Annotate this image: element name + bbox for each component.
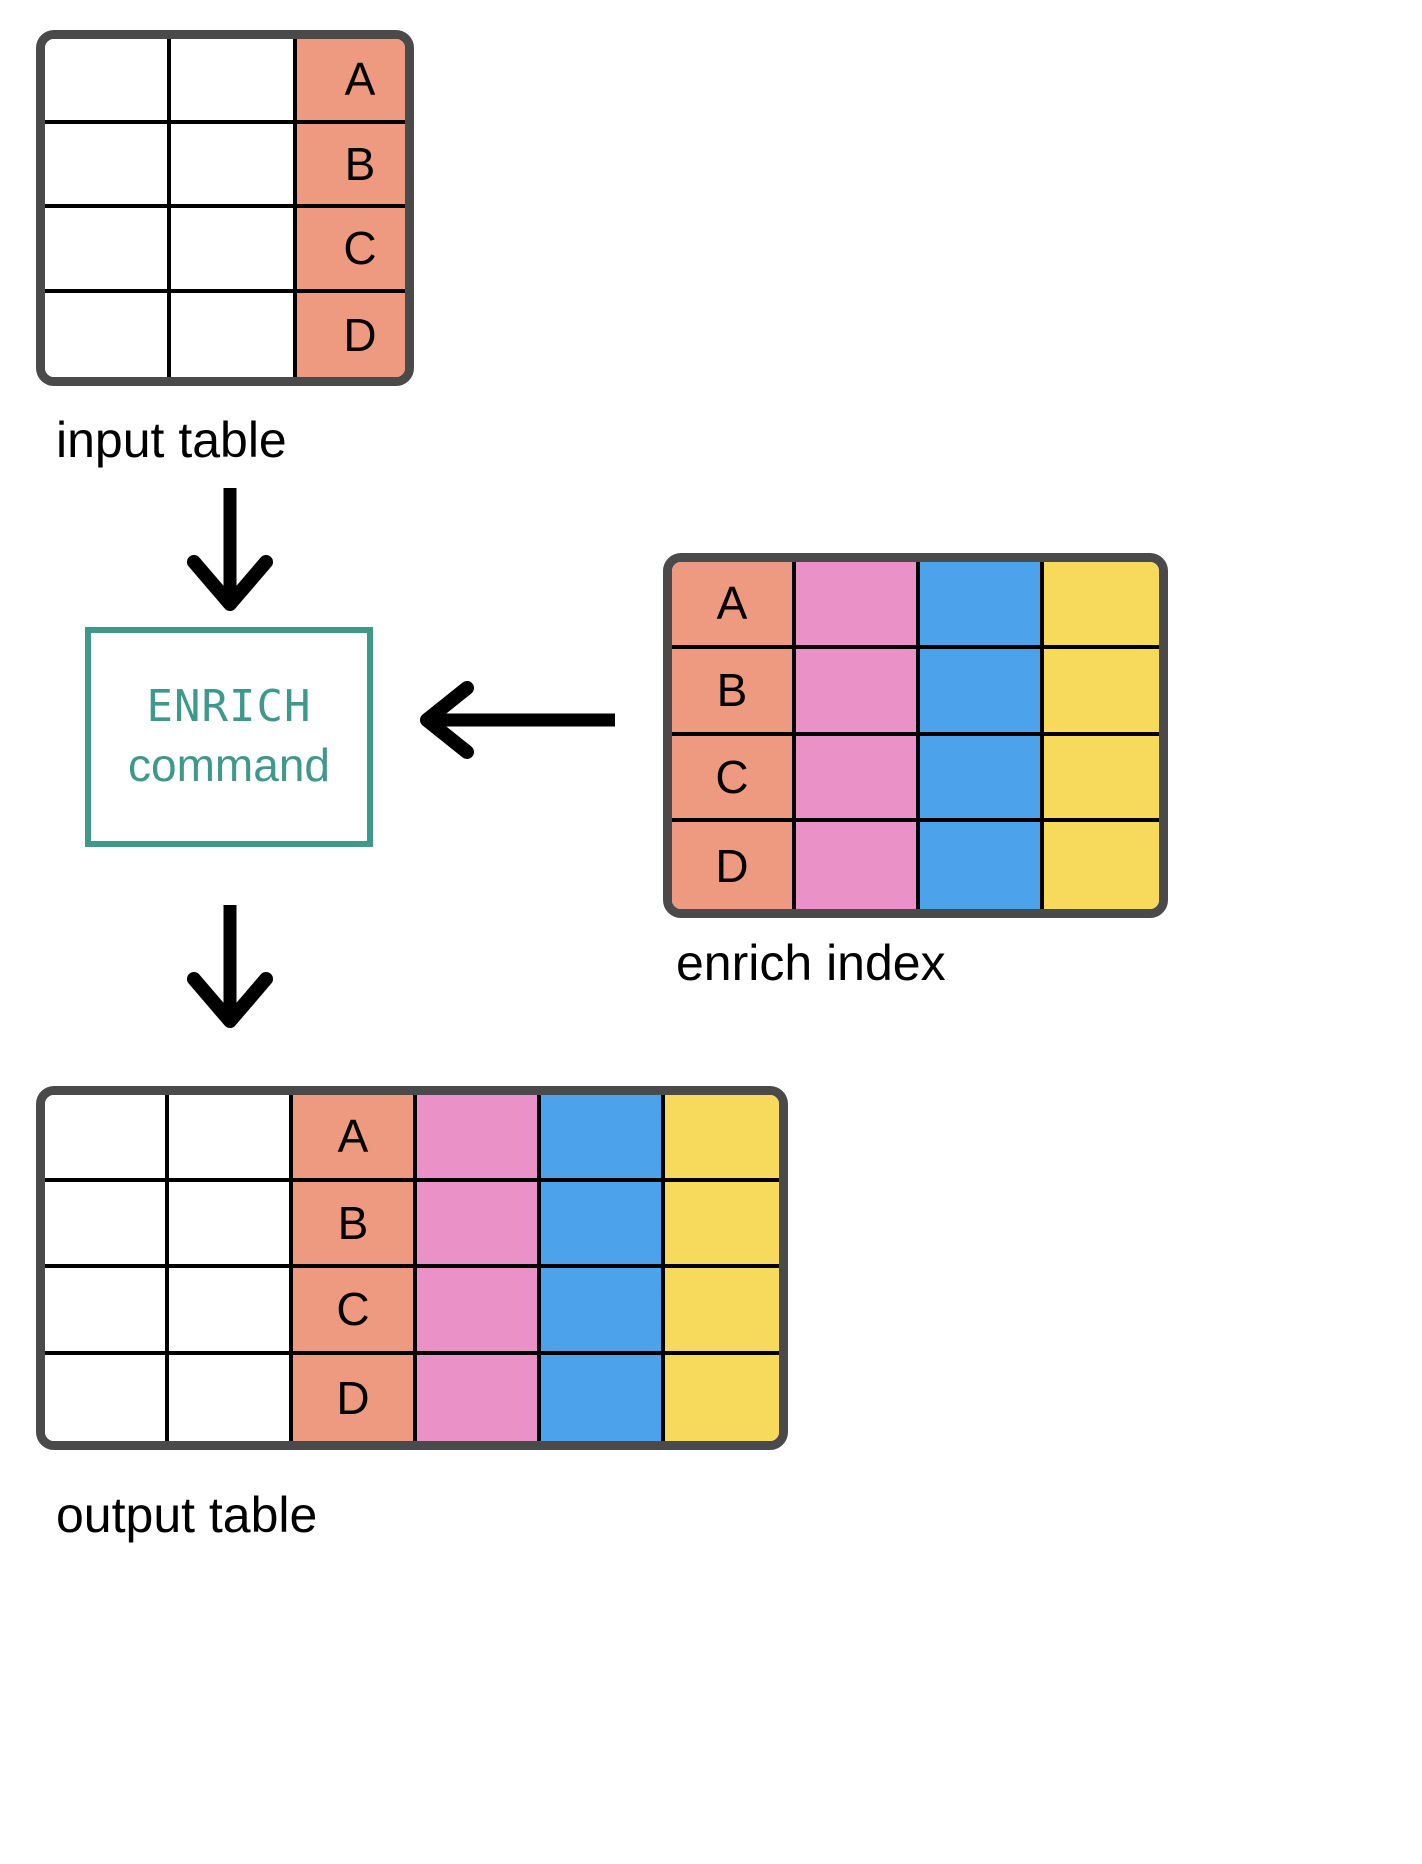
table-cell: C	[672, 735, 796, 823]
table-cell	[665, 1181, 779, 1268]
table-cell	[417, 1095, 541, 1182]
table-cell	[169, 1095, 293, 1182]
table-cell: C	[293, 1268, 417, 1355]
table-cell	[171, 39, 297, 124]
arrow-down-input-to-command-icon	[187, 488, 273, 611]
enrich-index-label: enrich index	[676, 935, 946, 991]
table-row: A	[45, 1095, 779, 1182]
table-row: D	[45, 1354, 779, 1441]
table-cell	[1044, 822, 1159, 909]
table-row: C	[45, 1268, 779, 1355]
table-cell	[796, 648, 920, 736]
table-cell	[920, 822, 1044, 909]
table-cell	[796, 562, 920, 649]
arrow-down-command-to-output-icon	[187, 905, 273, 1028]
table-cell	[45, 1181, 169, 1268]
table-cell: D	[293, 1354, 417, 1441]
table-cell: A	[293, 1095, 417, 1182]
table-cell	[1044, 562, 1159, 649]
arrow-left-index-to-command-icon	[420, 681, 615, 759]
table-row: D	[45, 292, 405, 377]
table-cell	[541, 1181, 665, 1268]
table-cell	[920, 562, 1044, 649]
table-cell	[796, 822, 920, 909]
table-row: A	[45, 39, 405, 124]
table-cell	[665, 1095, 779, 1182]
table-cell	[171, 123, 297, 208]
table-row: B	[45, 123, 405, 208]
table-cell	[920, 648, 1044, 736]
table-row: C	[672, 735, 1159, 823]
table-cell	[45, 1268, 169, 1355]
table-cell	[665, 1268, 779, 1355]
input-table-label: input table	[56, 412, 287, 468]
table-row: A	[672, 562, 1159, 649]
table-cell: A	[672, 562, 796, 649]
enrich-command-box[interactable]: ENRICH command	[85, 627, 373, 847]
table-row: C	[45, 208, 405, 293]
table-row: D	[672, 822, 1159, 909]
table-cell	[796, 735, 920, 823]
table-cell	[417, 1268, 541, 1355]
table-row: B	[672, 648, 1159, 736]
table-cell	[541, 1354, 665, 1441]
table-cell	[169, 1268, 293, 1355]
table-cell	[665, 1354, 779, 1441]
table-cell	[45, 208, 171, 293]
table-cell: A	[297, 39, 405, 124]
table-cell: B	[672, 648, 796, 736]
table-cell	[417, 1354, 541, 1441]
table-cell	[169, 1354, 293, 1441]
output-table-label: output table	[56, 1487, 318, 1543]
table-cell	[45, 1354, 169, 1441]
table-cell: D	[672, 822, 796, 909]
table-cell	[920, 735, 1044, 823]
table-cell	[541, 1268, 665, 1355]
table-cell	[45, 292, 171, 377]
table-row: B	[45, 1181, 779, 1268]
table-cell	[169, 1181, 293, 1268]
table-cell	[45, 123, 171, 208]
enrich-command-keyword: ENRICH	[146, 681, 312, 733]
table-cell: D	[297, 292, 405, 377]
table-cell	[171, 208, 297, 293]
table-cell: C	[297, 208, 405, 293]
table-cell	[417, 1181, 541, 1268]
table-cell	[45, 39, 171, 124]
table-cell	[541, 1095, 665, 1182]
table-cell	[1044, 735, 1159, 823]
enrich-command-word: command	[128, 738, 330, 791]
table-cell: B	[297, 123, 405, 208]
table-cell: B	[293, 1181, 417, 1268]
table-cell	[171, 292, 297, 377]
table-cell	[1044, 648, 1159, 736]
table-cell	[45, 1095, 169, 1182]
